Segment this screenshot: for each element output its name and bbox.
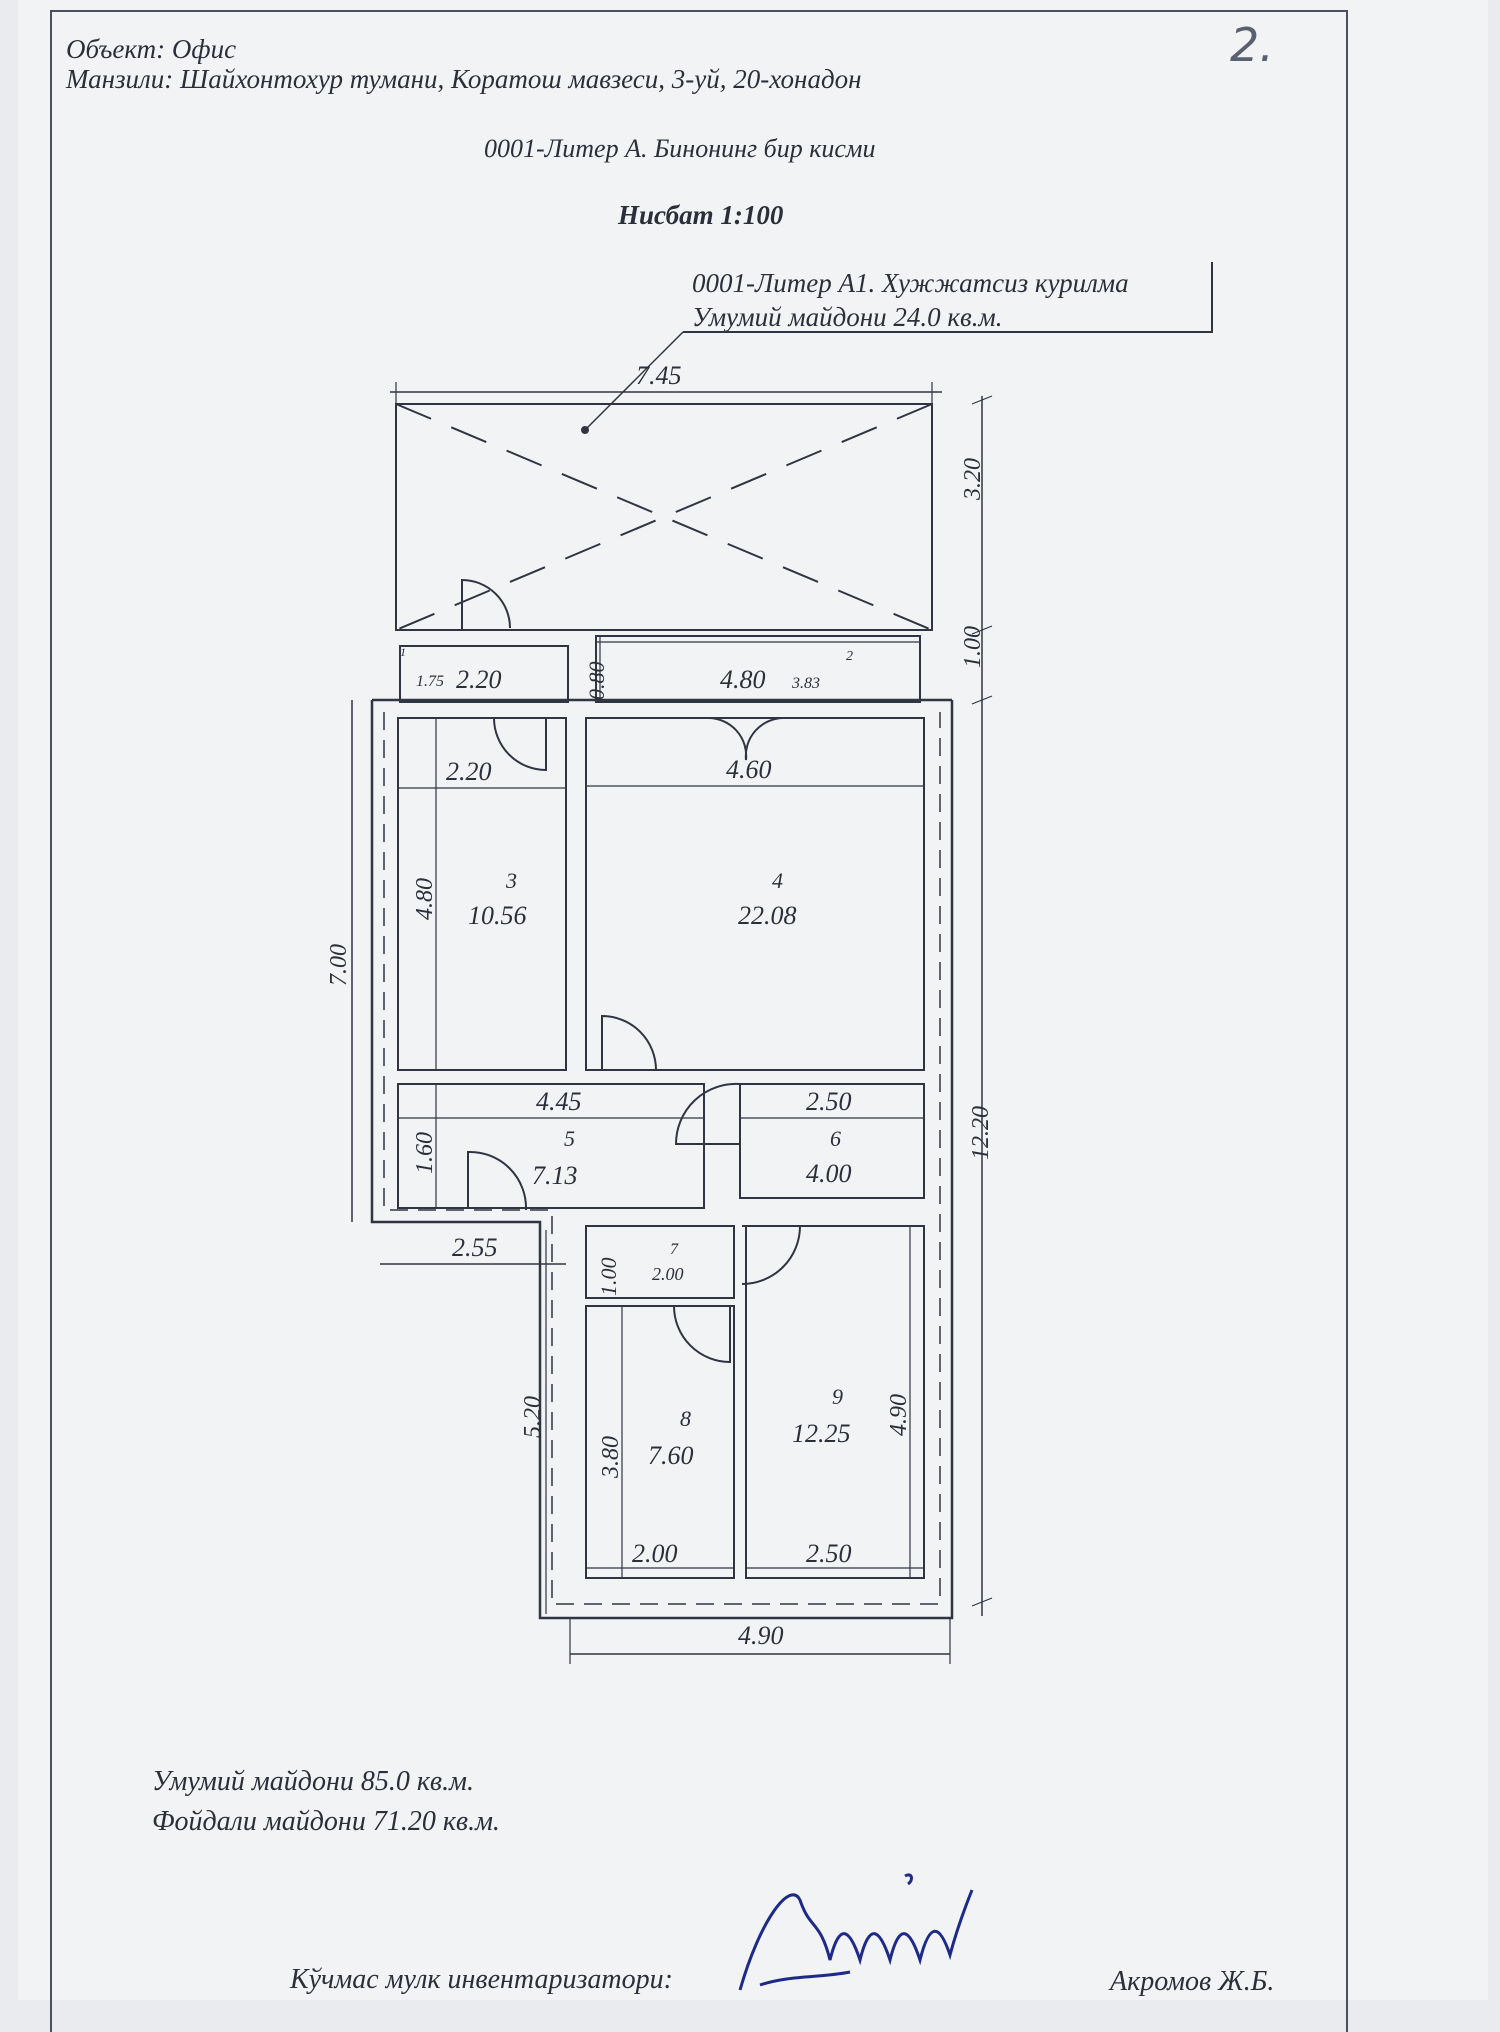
room-4-dim: 4.60 xyxy=(726,755,772,784)
extension-diagonal-1 xyxy=(395,403,933,631)
room-8-area: 7.60 xyxy=(648,1441,694,1470)
room-3-number: 3 xyxy=(505,868,517,893)
liter-a-title: 0001-Литер А. Бинонинг бир кисми xyxy=(484,134,876,163)
room-6-number: 6 xyxy=(830,1126,841,1151)
door-room-4-lower xyxy=(601,1014,657,1071)
inventory-name: Акромов Ж.Б. xyxy=(1110,1966,1275,1997)
room-6-dim: 2.50 xyxy=(806,1087,852,1116)
address-line: Манзили: Шайхонтохур тумани, Коратош мав… xyxy=(66,64,862,94)
object-line: Объект: Офис xyxy=(66,34,237,64)
door-room-9 xyxy=(741,1225,802,1285)
room-2-dim-height: 0.80 xyxy=(584,662,609,701)
room-5-number: 5 xyxy=(564,1126,575,1151)
signature xyxy=(738,1873,974,1991)
liter-a1-callout-box xyxy=(683,262,1213,333)
liter-a1-area: Умумий майдони 24.0 кв.м. xyxy=(692,302,1003,332)
room-6-outline xyxy=(739,1083,925,1199)
dim-bottom-width: 4.90 xyxy=(738,1621,784,1650)
door-room-5 xyxy=(467,1150,528,1211)
room-9-outline xyxy=(745,1225,925,1579)
room-6-area: 4.00 xyxy=(806,1159,852,1188)
room-8-number: 8 xyxy=(680,1406,691,1431)
room-8-dim-width: 2.00 xyxy=(632,1539,678,1568)
room-5-outline xyxy=(397,1083,705,1209)
door-extension xyxy=(461,578,511,630)
room-1-area: 1.75 xyxy=(416,673,444,690)
door-room-4 xyxy=(707,716,785,761)
room-1-outline xyxy=(399,645,569,703)
dim-right-total: 12.20 xyxy=(968,1106,994,1160)
leader-dot xyxy=(581,426,589,434)
document-page xyxy=(18,0,1488,2000)
door-room-6 xyxy=(674,1082,741,1145)
room-3-dim-width: 2.20 xyxy=(446,757,492,786)
dim-top-width: 7.45 xyxy=(636,361,682,390)
inventory-label: Кўчмас мулк инвентаризатори: xyxy=(290,1964,673,1995)
liter-a1-leader xyxy=(584,331,684,431)
useful-area: Фойдали майдони 71.20 кв.м. xyxy=(152,1806,500,1837)
room-9-dim-width: 2.50 xyxy=(806,1539,852,1568)
room-2-dim-width: 4.80 xyxy=(720,665,766,694)
scale-title: Нисбат 1:100 xyxy=(618,200,784,230)
dim-right-mid: 1.00 xyxy=(960,626,986,668)
dim-right-upper: 3.20 xyxy=(960,458,986,501)
total-area: Умумий майдони 85.0 кв.м. xyxy=(152,1766,474,1797)
room-1-number: 1 xyxy=(400,645,406,659)
door-room-8 xyxy=(673,1305,731,1364)
extension-outline xyxy=(395,403,933,631)
room-3-dim-height: 4.80 xyxy=(412,878,438,920)
room-3-area: 10.56 xyxy=(468,901,527,930)
dim-lower-height: 5.20 xyxy=(520,1396,546,1438)
room-5-area: 7.13 xyxy=(532,1161,578,1190)
room-9-dim-height: 4.90 xyxy=(886,1394,912,1436)
room-8-outline xyxy=(585,1305,735,1579)
room-4-outline xyxy=(585,717,925,1071)
dim-corridor-width: 2.55 xyxy=(452,1233,498,1262)
room-9-number: 9 xyxy=(832,1384,843,1409)
room-4-number: 4 xyxy=(772,868,783,893)
room-7-outline xyxy=(585,1225,735,1299)
room-7-area: 2.00 xyxy=(652,1264,684,1284)
room-2-number: 2 xyxy=(846,649,853,664)
room-5-dim-height: 1.60 xyxy=(412,1132,438,1174)
dim-left-total: 7.00 xyxy=(326,944,352,986)
room-9-area: 12.25 xyxy=(792,1419,851,1448)
room-3-outline xyxy=(397,717,567,1071)
liter-a1-title: 0001-Литер А1. Хужжатсиз курилма xyxy=(692,268,1129,298)
room-4-area: 22.08 xyxy=(738,901,797,930)
room-8-dim-height: 3.80 xyxy=(598,1436,624,1479)
inner-wall-dashed xyxy=(383,712,941,1605)
extension-diagonal-2 xyxy=(395,403,933,631)
outer-wall xyxy=(370,700,954,1620)
room-2-area: 3.83 xyxy=(791,675,820,692)
page-frame xyxy=(50,10,1348,2032)
room-1-dim: 2.20 xyxy=(456,665,502,694)
door-room-3 xyxy=(493,717,547,772)
room-2-outline xyxy=(595,635,921,703)
room-7-number: 7 xyxy=(670,1241,679,1258)
room-7-dim: 1.00 xyxy=(596,1258,621,1297)
room-5-dim-width: 4.45 xyxy=(536,1087,582,1116)
page-number: 2. xyxy=(1230,18,1274,72)
